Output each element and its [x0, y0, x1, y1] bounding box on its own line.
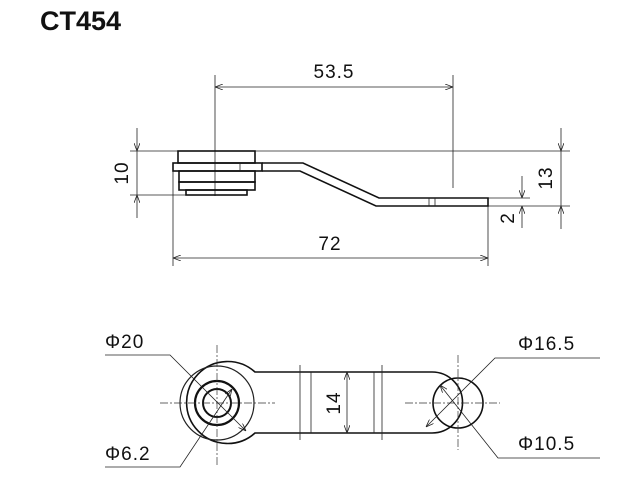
leader-phi6-2	[105, 389, 232, 468]
head-flange	[172, 162, 263, 172]
dim-hole-left: Φ6.2	[105, 444, 151, 465]
head-top	[177, 150, 256, 164]
leader-phi10-5	[440, 385, 600, 459]
dim-total-height: 13	[536, 166, 557, 189]
head-lower	[178, 170, 256, 183]
dim-hole-right: Φ10.5	[518, 434, 575, 455]
part-number-title: CT454	[40, 6, 122, 36]
side-view: 53.5 72 10 13 2	[112, 62, 570, 266]
top-view: 14 Φ20 Φ6.2 Φ16.5 Φ10.5	[105, 332, 600, 468]
dim-width: 14	[324, 391, 345, 414]
dim-head-height: 10	[112, 161, 133, 184]
head-bottom	[185, 189, 248, 196]
dim-thickness: 2	[498, 212, 519, 224]
leader-phi16-5	[426, 357, 600, 427]
dim-outer-diameter-left: Φ20	[105, 332, 144, 353]
head-base	[178, 181, 256, 191]
arm-outline	[185, 360, 464, 445]
dim-center-distance: 53.5	[314, 62, 355, 83]
dim-outer-diameter-right: Φ16.5	[518, 334, 575, 355]
arm-profile	[262, 162, 489, 207]
dim-overall-length: 72	[318, 234, 341, 255]
